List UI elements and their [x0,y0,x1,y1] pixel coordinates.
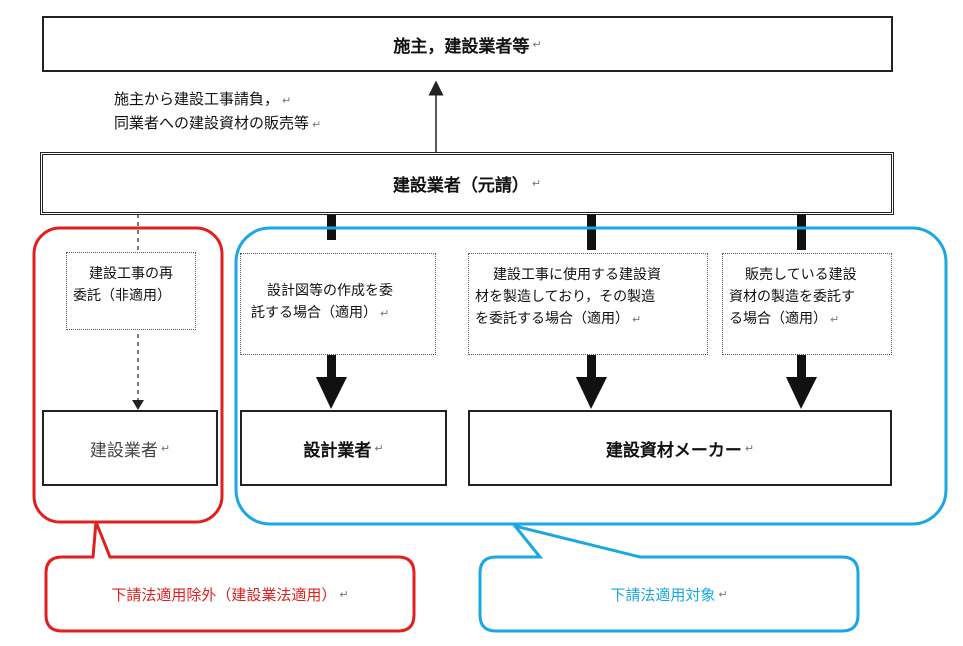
prime-contractor-label: 建設業者（元請） [392,176,529,196]
relation-note: 施主から建設工事請負，↵ 同業者への建設資材の販売等↵ [114,90,322,132]
design-arrowhead [316,377,347,409]
covered-callout: 下請法適用対象↵ [610,585,728,604]
covered-callout-label: 下請法適用対象 [610,585,716,604]
sales-note-line1: 販売している建設 [745,267,857,283]
manufacture-connector-top [587,214,596,250]
design-connector-bottom [327,355,336,377]
prime-contractor-box: 建設業者（元請）↵ [40,152,894,215]
design-note-line2: 託する場合（適用） [251,305,377,321]
subcontract-note-line1: 建設工事の再 [89,266,173,282]
sales-arrowhead [786,377,817,409]
relation-note-line2: 同業者への建設資材の販売等 [114,114,310,132]
design-note: 設計図等の作成を委 託する場合（適用）↵ [240,253,436,355]
manufacture-connector-bottom [587,355,596,377]
sales-connector-top [797,214,806,250]
sales-note-line2: 資材の製造を委託す [729,289,855,305]
manufacture-note-line3: を委託する場合（適用） [475,311,629,327]
relation-note-line1: 施主から建設工事請負， [114,90,280,108]
design-note-line1: 設計図等の作成を委 [267,283,393,299]
excluded-callout: 下請法適用除外（建設業法適用）↵ [111,585,349,604]
excluded-callout-label: 下請法適用除外（建設業法適用） [111,585,337,604]
sales-note-line3: る場合（適用） [729,311,827,327]
manufacture-note-line1: 建設工事に使用する建設資 [493,267,661,283]
excluded-callout-shape [44,521,416,633]
designer-box: 設計業者↵ [240,410,447,486]
manufacture-arrowhead [576,377,607,409]
client-box: 施主，建設業者等↵ [42,16,893,72]
sales-note: 販売している建設 資材の製造を委託す る場合（適用）↵ [722,253,892,355]
subcontract-arrowhead [132,400,144,410]
subcontract-note: 建設工事の再 委託（非適用） [66,252,196,330]
designer-box-label: 設計業者 [303,440,372,461]
sales-connector-bottom [797,355,806,377]
covered-callout-shape [478,523,860,633]
client-box-label: 施主，建設業者等 [393,36,530,57]
excluded-region [32,226,224,524]
manufacture-note-line2: 材を製造しており，その製造 [475,289,656,305]
manufacture-note: 建設工事に使用する建設資 材を製造しており，その製造 を委託する場合（適用）↵ [468,253,708,355]
material-maker-box-label: 建設資材メーカー [605,440,742,461]
covered-region [234,226,948,526]
material-maker-box: 建設資材メーカー↵ [468,410,892,486]
contractor-box-label: 建設業者 [89,440,158,461]
subcontract-note-line2: 委託（非適用） [73,288,171,304]
contractor-box: 建設業者↵ [42,410,218,486]
